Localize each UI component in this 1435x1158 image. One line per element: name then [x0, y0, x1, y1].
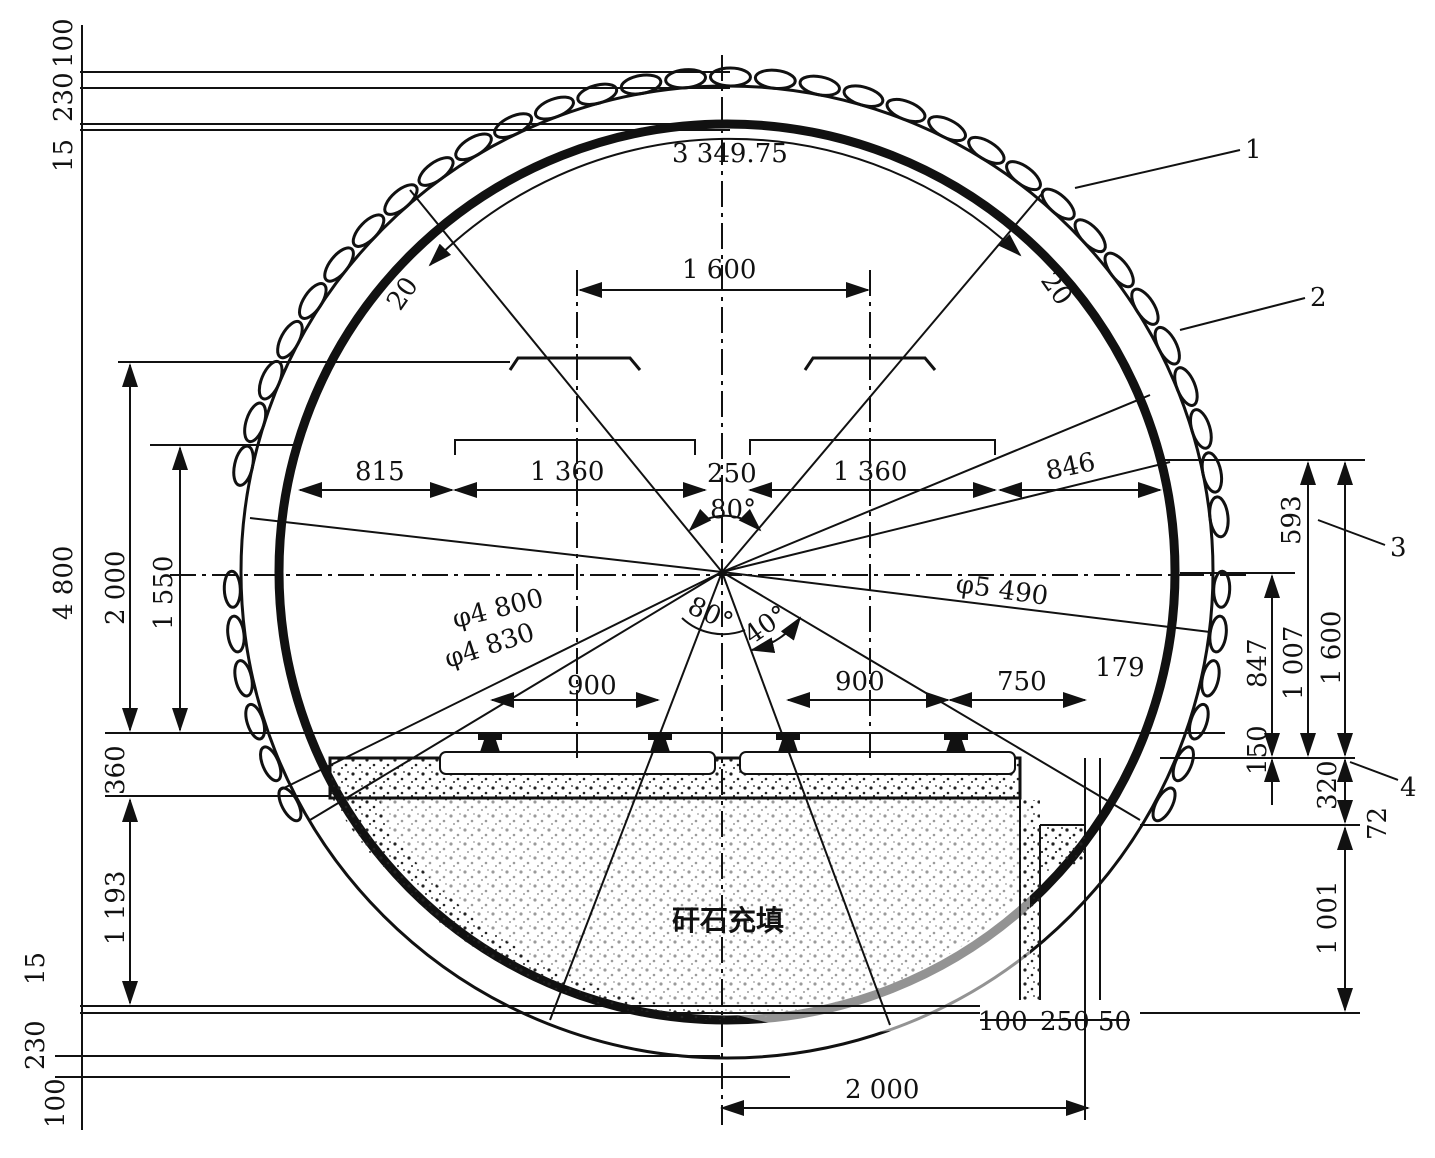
angle-arc-top	[688, 508, 762, 532]
dim-230-bottom: 230	[21, 1020, 51, 1070]
arc-length-dimension	[428, 137, 1022, 267]
stone	[1153, 325, 1181, 366]
horizontal-dimensions	[298, 282, 1162, 1116]
angle-arc-bottom-right	[750, 616, 802, 654]
vehicle-outline-left	[508, 356, 642, 371]
dim-4800: 4 800	[49, 546, 79, 620]
rail-dimension-labels: 900 900 750 179	[567, 653, 1145, 701]
dim-50-ditch: 50	[1098, 1007, 1131, 1037]
callout-1: 1	[1245, 135, 1262, 165]
angle-40: 40°	[739, 600, 794, 651]
dim-320: 320	[1313, 760, 1343, 810]
dim-250-ditch: 250	[1040, 1007, 1090, 1037]
callout-3: 3	[1390, 533, 1407, 563]
vehicle-outline-right	[803, 356, 937, 371]
dim-150: 150	[1243, 725, 1273, 775]
angle-80-top: 80°	[710, 495, 756, 525]
gauge-1600: 1 600	[682, 255, 756, 285]
dim-179: 179	[1095, 653, 1145, 683]
dim-1360-right: 1 360	[833, 457, 907, 487]
angle-arc-bottom-left	[681, 617, 746, 636]
dim-900-left: 900	[567, 671, 617, 701]
arc-length-label: 3 349.75	[672, 139, 788, 169]
dim-2000-bottom: 2 000	[845, 1075, 919, 1105]
left-vertical-dimensions	[81, 25, 188, 1130]
left-dimension-labels: 100 230 15 4 800 2 000 1 550 360 1 193 1…	[21, 18, 179, 1128]
callout-4: 4	[1400, 773, 1417, 803]
dim-100-bottom: 100	[41, 1078, 71, 1128]
callout-leaders	[1074, 149, 1399, 781]
dim-15-bottom: 15	[21, 952, 51, 985]
fill-lighten	[380, 800, 1030, 1033]
dim-360: 360	[101, 745, 131, 795]
right-dimensions	[1140, 459, 1365, 1014]
stone	[493, 112, 534, 139]
sleeper-right	[739, 751, 1016, 775]
angle-20-right: 20	[1034, 267, 1078, 311]
stone	[276, 319, 304, 360]
ditch-bottom	[1040, 825, 1085, 865]
dim-1360-left: 1 360	[530, 457, 604, 487]
dim-230-top: 230	[49, 72, 79, 122]
stone	[708, 66, 752, 88]
middle-dimension-labels: 815 1 360 250 1 360 846 80° φ4 800 φ4 83…	[355, 447, 1098, 674]
dim-815: 815	[355, 457, 405, 487]
callout-2: 2	[1310, 283, 1327, 313]
right-dimension-labels: 593 1 600 1 007 847 150 320 72 1 001	[1243, 495, 1393, 955]
dim-2000-left: 2 000	[101, 551, 131, 625]
dim-1600-right: 1 600	[1317, 611, 1347, 685]
dim-1001: 1 001	[1313, 881, 1343, 955]
fill-label: 矸石充填	[672, 904, 784, 937]
dim-72: 72	[1363, 807, 1393, 840]
dim-593: 593	[1277, 495, 1307, 545]
dim-900-right: 900	[835, 667, 885, 697]
dim-847: 847	[1243, 638, 1273, 688]
stone	[927, 115, 967, 143]
dim-100-ditch: 100	[978, 1007, 1028, 1037]
ditch-wall	[1020, 825, 1040, 1000]
dim-250: 250	[707, 459, 757, 489]
left-extension-lines	[55, 71, 1225, 1078]
clearance-outline	[454, 439, 996, 455]
dim-1550: 1 550	[149, 556, 179, 630]
dim-15-top: 15	[49, 139, 79, 172]
dim-1007: 1 007	[1279, 626, 1309, 700]
angle-80-bottom: 80°	[683, 591, 737, 638]
stone	[222, 569, 242, 609]
stone	[1212, 569, 1232, 609]
dim-100-top: 100	[49, 18, 79, 68]
callout-numbers: 1 2 3 4	[1245, 135, 1417, 803]
dim-1193: 1 193	[101, 871, 131, 945]
rock-backfill-layer	[222, 66, 1232, 823]
bottom-dimension-labels: 100 250 50 2 000	[845, 1007, 1131, 1105]
dim-750: 750	[997, 667, 1047, 697]
